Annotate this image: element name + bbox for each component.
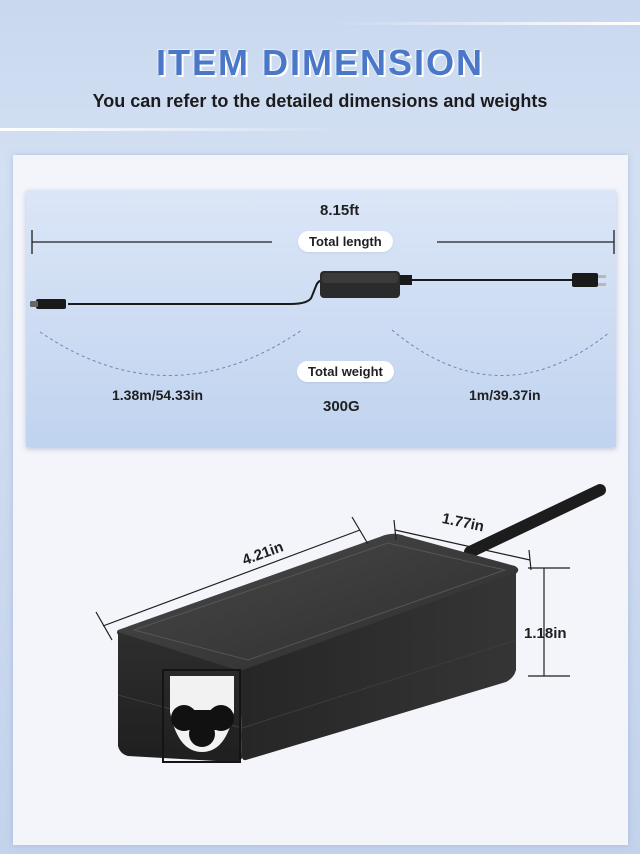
header-decor-line-top <box>330 22 640 25</box>
adapter-output-cable <box>464 484 606 558</box>
adapter-height-label: 1.18in <box>524 625 567 642</box>
ac-plug-icon <box>572 273 606 287</box>
width-dimension-line <box>393 519 532 571</box>
total-length-dimension-line <box>31 230 615 254</box>
left-cable-length: 1.38m/54.33in <box>112 387 204 403</box>
ac-inlet-port-icon <box>162 669 241 763</box>
page-title: ITEM DIMENSION <box>155 42 484 83</box>
total-weight-label: Total weight <box>297 361 394 382</box>
height-dimension-line <box>528 567 570 677</box>
length-dimension-line <box>95 516 369 641</box>
total-weight-value: 300G <box>323 398 360 415</box>
right-cable-length: 1m/39.37in <box>469 387 541 403</box>
total-length-label: Total length <box>298 231 393 252</box>
header-decor-line-bottom <box>0 128 340 131</box>
adapter-top-face <box>116 533 519 672</box>
adapter-side-face <box>240 572 516 761</box>
total-length-value: 8.15ft <box>320 202 360 219</box>
page-subtitle: You can refer to the detailed dimensions… <box>92 91 548 111</box>
right-cable-dashed-arc <box>391 329 611 376</box>
usb-c-plug-icon <box>36 299 66 309</box>
left-cable-dashed-arc <box>39 329 303 376</box>
